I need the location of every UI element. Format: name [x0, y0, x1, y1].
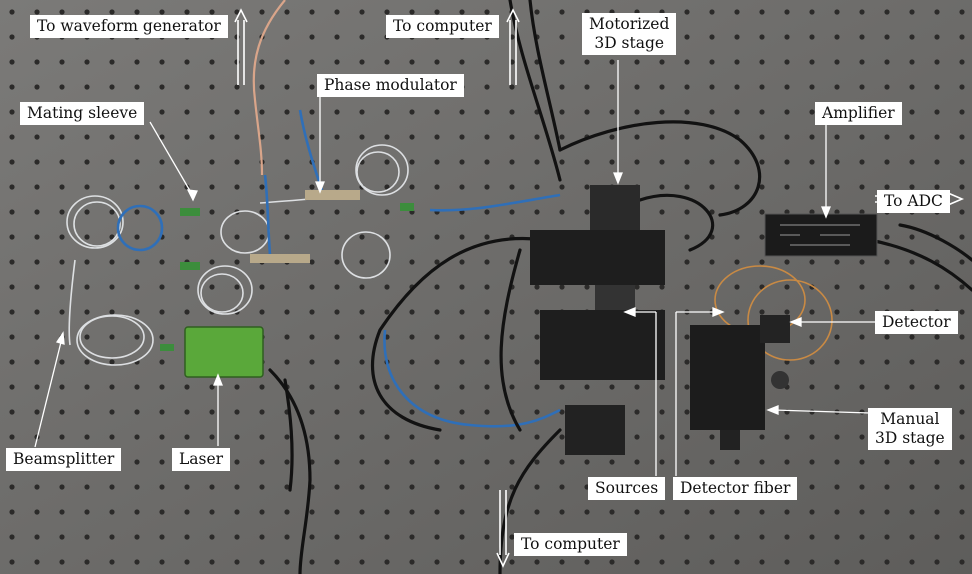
black-cables [268, 0, 972, 574]
label-sources: Sources [588, 477, 666, 500]
label-manual-3d-stage: Manual 3D stage [868, 408, 952, 450]
label-to-computer-bottom: To computer [514, 533, 627, 556]
label-motorized-line2: 3D stage [594, 34, 665, 52]
label-beamsplitter: Beamsplitter [6, 448, 122, 471]
label-phase-modulator: Phase modulator [317, 74, 464, 97]
fiber-connectors [160, 203, 414, 351]
annotation-arrows [34, 60, 878, 476]
motorized-stage [530, 185, 665, 455]
label-manual-line1: Manual [880, 410, 940, 428]
label-motorized-3d-stage: Motorized 3D stage [582, 13, 677, 55]
rf-cable-waveform [252, 0, 286, 176]
label-detector: Detector [875, 311, 958, 334]
label-manual-line2: 3D stage [875, 429, 945, 447]
label-to-computer-top: To computer [386, 15, 499, 38]
white-fiber-loops [66, 144, 409, 366]
amplifier-circuit-marks [780, 224, 860, 246]
label-mating-sleeve: Mating sleeve [20, 102, 145, 125]
manual-stage [690, 315, 789, 450]
label-to-adc: To ADC [877, 190, 950, 213]
label-laser: Laser [172, 448, 231, 471]
label-detector-fiber: Detector fiber [673, 477, 798, 500]
phase-modulator-body [305, 190, 360, 200]
laser-box [184, 326, 264, 378]
label-amplifier: Amplifier [815, 102, 902, 125]
modulator-body-2 [250, 254, 310, 263]
label-motorized-line1: Motorized [589, 15, 670, 33]
detector-head [760, 315, 790, 343]
label-to-waveform-generator: To waveform generator [30, 15, 228, 38]
